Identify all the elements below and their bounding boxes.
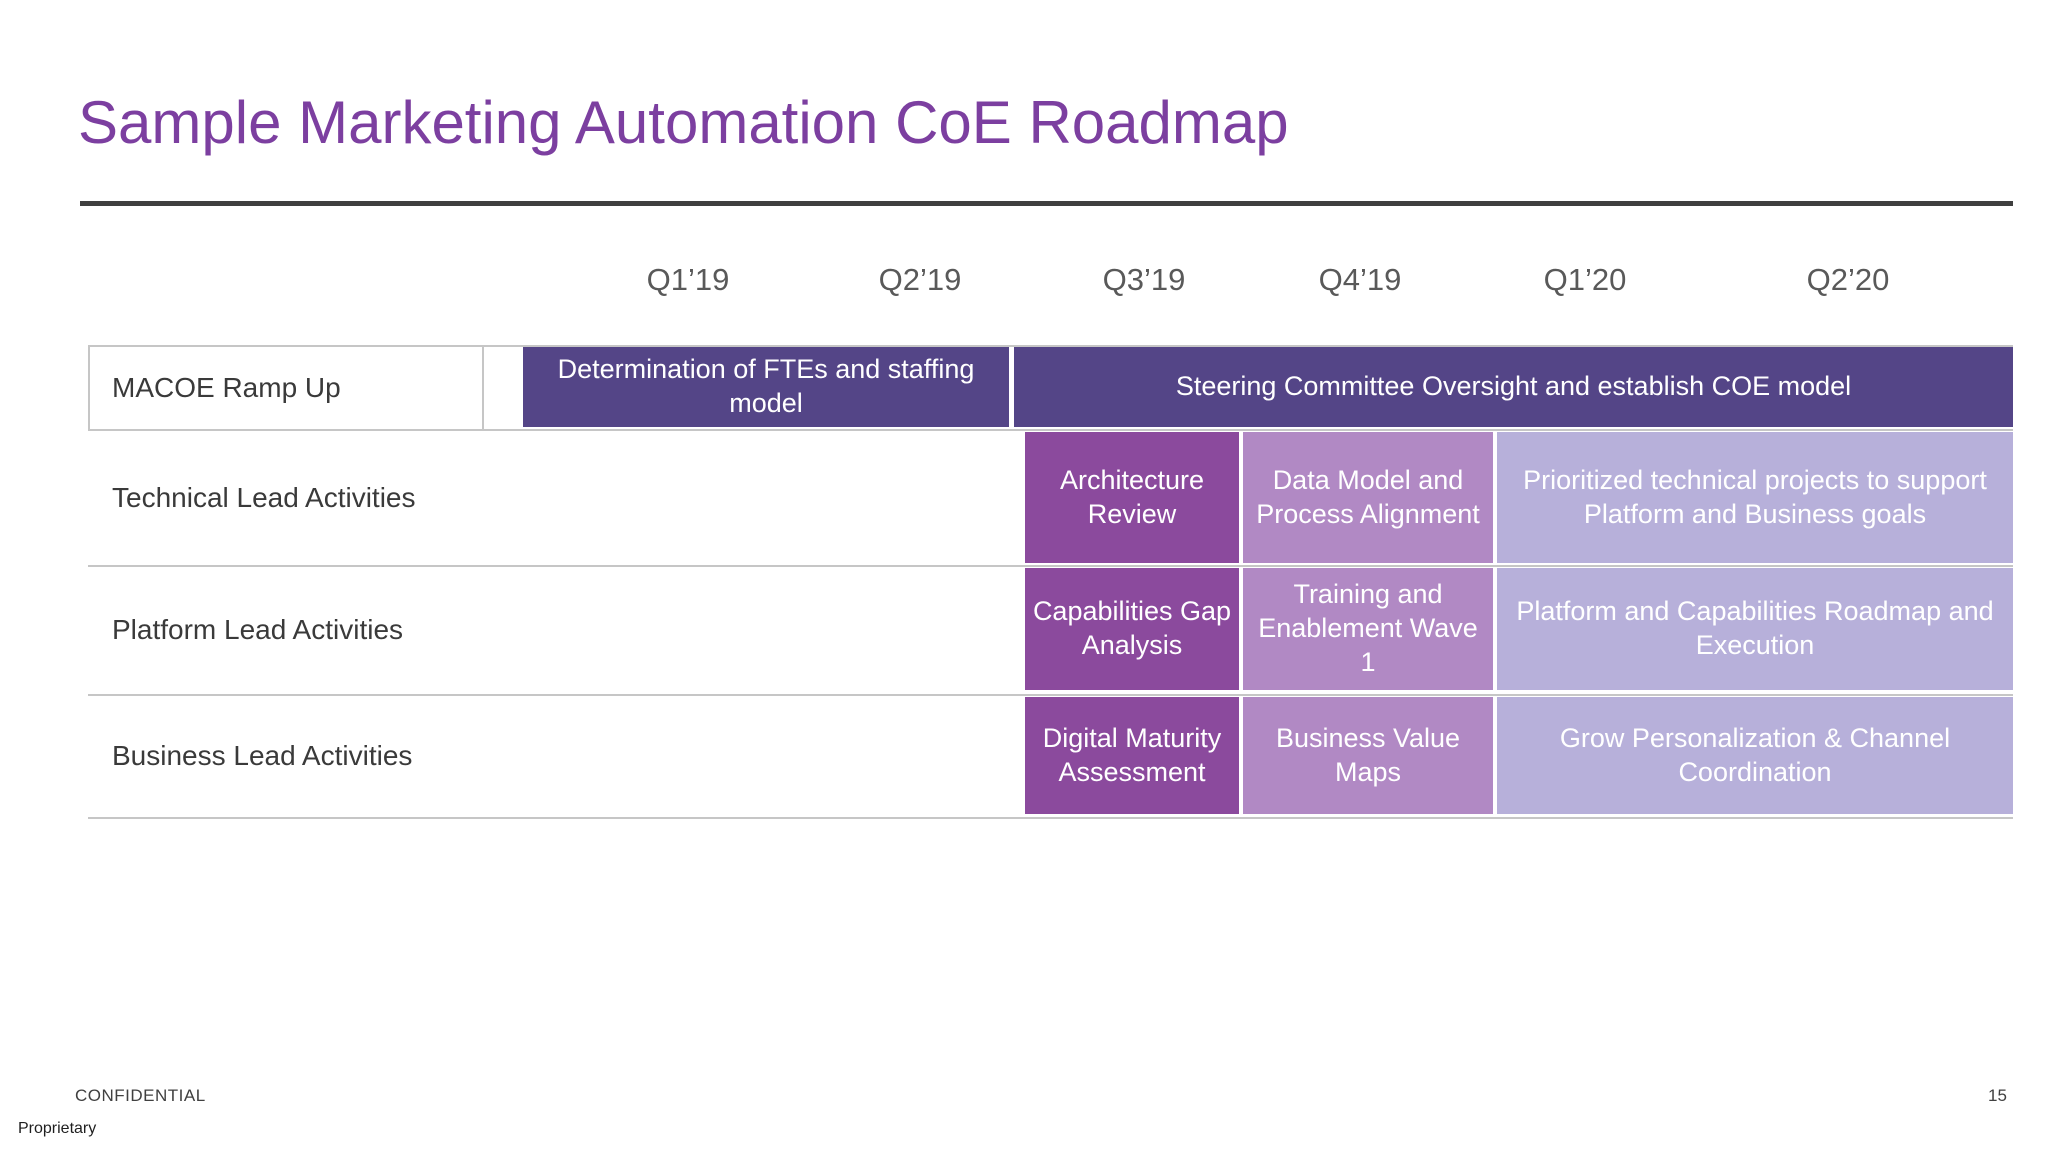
roadmap-bar-platform-roadmap: Platform and Capabilities Roadmap and Ex… [1497, 568, 2013, 690]
roadmap-bar-capabilities-gap: Capabilities Gap Analysis [1025, 568, 1239, 690]
roadmap-bar-steering-committee: Steering Committee Oversight and establi… [1014, 347, 2013, 427]
quarter-header-q1-20: Q1’20 [1543, 262, 1627, 297]
roadmap-bar-data-model-alignment: Data Model and Process Alignment [1243, 432, 1493, 563]
quarter-header-q2-20: Q2’20 [1806, 262, 1890, 297]
quarter-header-q4-19: Q4’19 [1318, 262, 1402, 297]
roadmap-bar-business-value-maps: Business Value Maps [1243, 697, 1493, 814]
row-separator [88, 694, 2013, 696]
quarter-header-q3-19: Q3’19 [1102, 262, 1186, 297]
page-number: 15 [1988, 1086, 2007, 1105]
cell-border [482, 346, 484, 429]
quarter-header-q1-19: Q1’19 [646, 262, 730, 297]
roadmap-bar-digital-maturity: Digital Maturity Assessment [1025, 697, 1239, 814]
row-label-business-lead: Business Lead Activities [112, 740, 413, 771]
roadmap-bar-prioritized-projects: Prioritized technical projects to suppor… [1497, 432, 2013, 563]
row-label-macoe-ramp-up: MACOE Ramp Up [112, 372, 341, 403]
row-label-technical-lead: Technical Lead Activities [112, 482, 416, 513]
proprietary-label: Proprietary [18, 1120, 97, 1137]
quarter-header-q2-19: Q2’19 [878, 262, 962, 297]
row-separator [88, 817, 2013, 819]
row-separator [88, 429, 2013, 431]
row-separator [88, 565, 2013, 567]
confidential-label: CONFIDENTIAL [75, 1086, 206, 1105]
row-separator [88, 345, 2013, 347]
roadmap-bar-grow-personalization: Grow Personalization & Channel Coordinat… [1497, 697, 2013, 814]
cell-border [88, 346, 90, 429]
roadmap-bar-ftes-staffing-model: Determination of FTEs and staffing model [523, 347, 1009, 427]
title-divider [80, 201, 2013, 206]
roadmap-bar-training-enablement: Training and Enablement Wave 1 [1243, 568, 1493, 690]
roadmap-bar-architecture-review: Architecture Review [1025, 432, 1239, 563]
row-label-platform-lead: Platform Lead Activities [112, 614, 404, 645]
page-title: Sample Marketing Automation CoE Roadmap [78, 89, 1289, 156]
